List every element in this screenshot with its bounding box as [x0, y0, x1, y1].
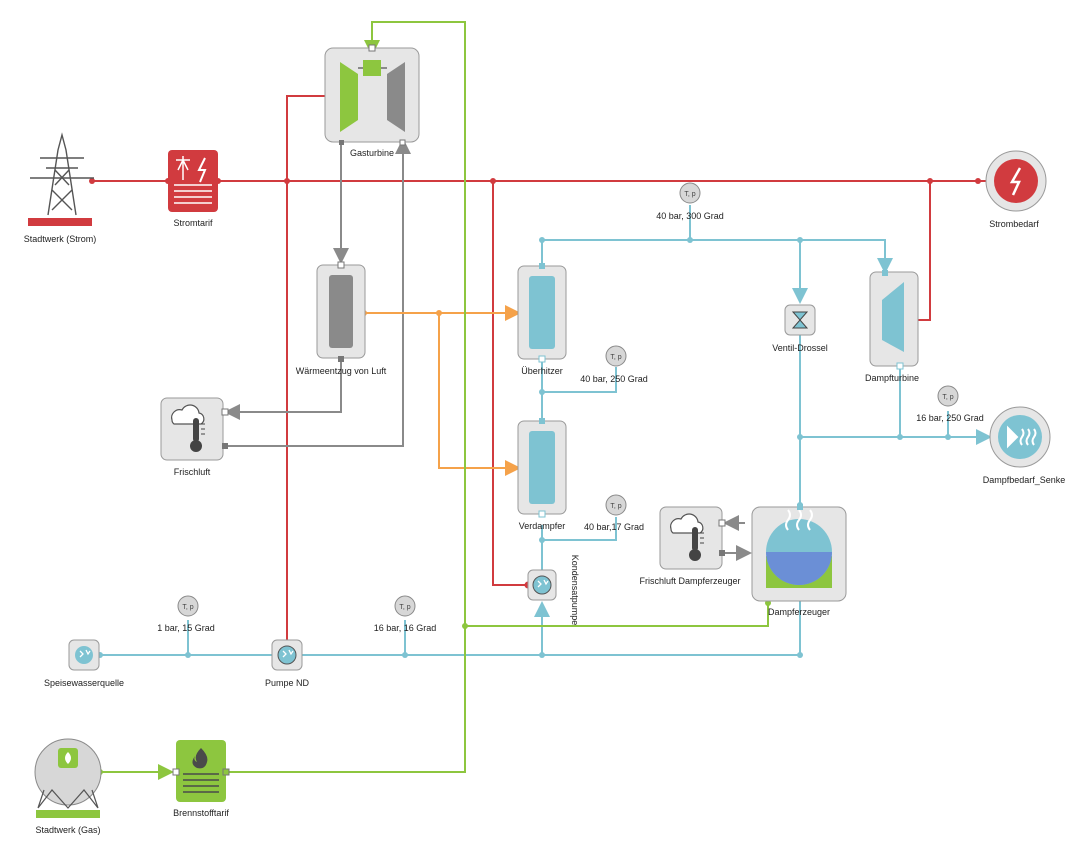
label-dampfturbine: Dampfturbine — [865, 373, 919, 383]
wires — [89, 21, 992, 780]
sensor-symbol: T, p — [399, 604, 410, 611]
ground-bar — [28, 218, 92, 226]
pumpe-nd[interactable]: Pumpe ND — [265, 639, 310, 688]
sensor-40bar-250grad[interactable]: T, p 40 bar, 250 Grad — [580, 345, 648, 384]
sensor-symbol: T, p — [684, 191, 695, 198]
heat-lines — [338, 305, 521, 476]
gas-lines — [100, 21, 769, 780]
air-lines — [224, 138, 752, 561]
sensor-symbol: T, p — [942, 394, 953, 401]
label-stadtwerk-gas: Stadtwerk (Gas) — [35, 825, 100, 835]
gas-turbine-icon — [340, 60, 405, 132]
sensor-symbol: T, p — [182, 604, 193, 611]
label-dampferzeuger: Dampferzeuger — [768, 607, 830, 617]
label-speisewasserquelle: Speisewasserquelle — [44, 678, 124, 688]
sensor-reading: 16 bar, 250 Grad — [916, 413, 984, 423]
kondensatpumpe[interactable]: Kondensatpumpe — [527, 555, 580, 626]
ventil-drossel[interactable]: Ventil-Drossel — [772, 304, 828, 353]
steam-sink-icon — [1007, 425, 1037, 449]
dampferzeuger[interactable]: Dampferzeuger — [751, 504, 847, 617]
label-frischluft: Frischluft — [174, 467, 211, 477]
weather-thermometer-icon-2 — [670, 513, 704, 561]
superheater-icon — [529, 276, 555, 349]
sensor-40bar-17grad[interactable]: T, p 40 bar,17 Grad — [584, 494, 644, 532]
label-ueberhitzer: Überhitzer — [521, 366, 563, 376]
dampfbedarf-senke[interactable]: Dampfbedarf_Senke — [983, 406, 1066, 485]
stromtarif[interactable]: Stromtarif — [168, 150, 218, 228]
gasturbine[interactable]: Gasturbine — [324, 44, 420, 158]
speisewasserquelle[interactable]: Speisewasserquelle — [44, 639, 124, 688]
boiler-icon — [766, 509, 832, 588]
label-strombedarf: Strombedarf — [989, 219, 1039, 229]
sensor-reading: 40 bar, 250 Grad — [580, 374, 648, 384]
power-tower-icon — [30, 132, 94, 216]
sensor-reading: 16 bar, 16 Grad — [374, 623, 437, 633]
label-stadtwerk-strom: Stadtwerk (Strom) — [24, 234, 97, 244]
label-ventil-drossel: Ventil-Drossel — [772, 343, 828, 353]
dampfturbine[interactable]: Dampfturbine — [865, 270, 919, 383]
stadtwerk-strom[interactable]: Stadtwerk (Strom) — [24, 132, 97, 244]
label-dampfbedarf: Dampfbedarf_Senke — [983, 475, 1066, 485]
steam-turbine-icon — [882, 282, 904, 352]
brennstofftarif[interactable]: Brennstofftarif — [172, 740, 230, 818]
sensor-reading: 1 bar, 15 Grad — [157, 623, 215, 633]
label-brennstofftarif: Brennstofftarif — [173, 808, 229, 818]
sensor-16bar-16grad[interactable]: T, p 16 bar, 16 Grad — [374, 595, 437, 633]
waermeentzug-von-luft[interactable]: Wärmeentzug von Luft — [296, 261, 387, 376]
water-source-icon — [75, 646, 93, 664]
label-kondensatpumpe: Kondensatpumpe — [570, 555, 580, 626]
frischluft[interactable]: Frischluft — [160, 397, 229, 477]
label-stromtarif: Stromtarif — [173, 218, 213, 228]
evaporator-icon — [529, 431, 555, 504]
label-frischluft-dampferzeuger: Frischluft Dampferzeuger — [639, 576, 740, 586]
pump-icon-nd — [277, 645, 297, 665]
sensor-reading: 40 bar,17 Grad — [584, 522, 644, 532]
sensor-reading: 40 bar, 300 Grad — [656, 211, 724, 221]
tariff-electric-icon — [174, 156, 212, 204]
ueberhitzer[interactable]: Überhitzer — [517, 263, 567, 376]
lightning-icon — [1009, 167, 1022, 196]
dampfbedarf-disc — [998, 415, 1042, 459]
strombedarf[interactable]: Strombedarf — [985, 150, 1047, 229]
gas-tank-icon — [34, 738, 102, 806]
label-gasturbine: Gasturbine — [350, 148, 394, 158]
heat-exchanger-icon — [329, 275, 353, 348]
pump-icon — [532, 575, 552, 595]
label-verdampfer: Verdampfer — [519, 521, 566, 531]
verdampfer[interactable]: Verdampfer — [517, 418, 567, 531]
sensor-40bar-300grad[interactable]: T, p 40 bar, 300 Grad — [656, 182, 724, 221]
valve-icon — [791, 311, 809, 321]
tariff-flame-icon — [183, 748, 219, 793]
sensor-1bar-15grad[interactable]: T, p 1 bar, 15 Grad — [157, 595, 215, 633]
label-pumpe-nd: Pumpe ND — [265, 678, 310, 688]
sensor-symbol: T, p — [610, 503, 621, 510]
frischluft-dampferzeuger[interactable]: Frischluft Dampferzeuger — [639, 506, 741, 586]
label-waermeentzug: Wärmeentzug von Luft — [296, 366, 387, 376]
sensor-16bar-250grad[interactable]: T, p 16 bar, 250 Grad — [916, 385, 984, 423]
sensor-symbol: T, p — [610, 354, 621, 361]
weather-thermometer-icon — [171, 404, 205, 452]
stadtwerk-gas[interactable]: Stadtwerk (Gas) — [34, 738, 102, 835]
